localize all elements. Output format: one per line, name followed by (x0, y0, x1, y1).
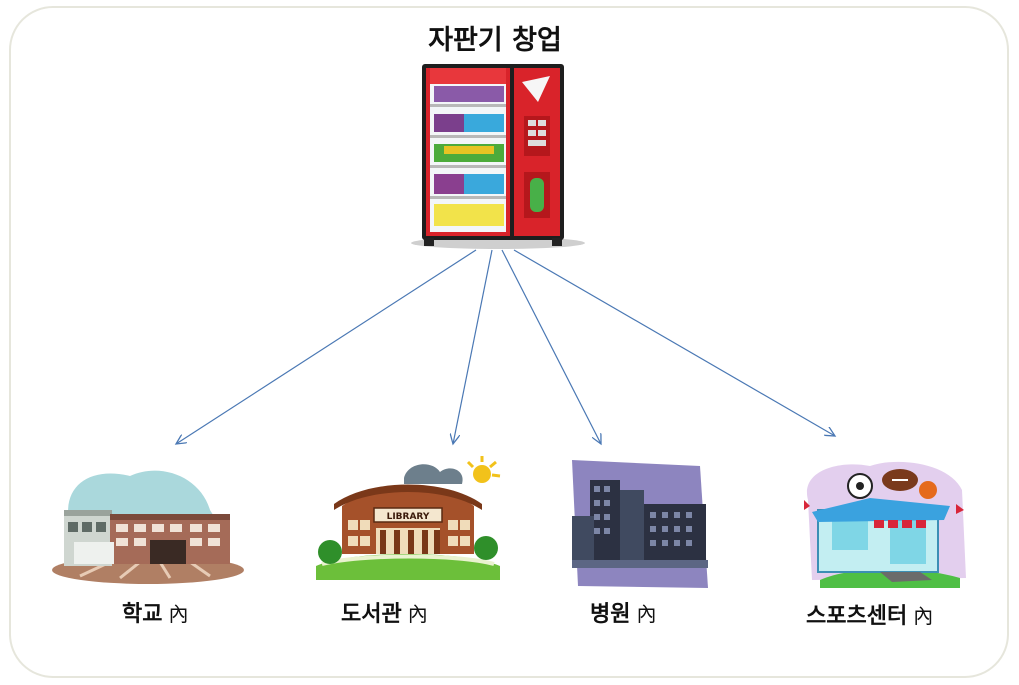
arrow-to-sports-center (513, 249, 835, 436)
arrow-to-library (453, 249, 493, 444)
location-name: 학교 (122, 602, 163, 627)
location-suffix: 內 (913, 604, 934, 628)
library-sign-text: LIBRARY (387, 512, 430, 522)
sports-center-icon (804, 461, 966, 588)
location-name: 병원 (590, 602, 631, 627)
location-name: 도서관 (341, 602, 402, 627)
location-suffix: 內 (407, 602, 428, 626)
location-suffix: 內 (168, 602, 189, 626)
school-building-icon (52, 470, 244, 584)
library-building-icon: LIBRARY (316, 456, 501, 580)
diagram-title: 자판기 창업 (428, 25, 562, 56)
vending-machine-icon (411, 64, 585, 249)
arrow-to-hospital (501, 249, 601, 444)
location-suffix: 內 (636, 602, 657, 626)
arrow-to-school (176, 249, 477, 444)
location-name: 스포츠센터 (806, 604, 908, 629)
hospital-building-icon (572, 460, 708, 588)
